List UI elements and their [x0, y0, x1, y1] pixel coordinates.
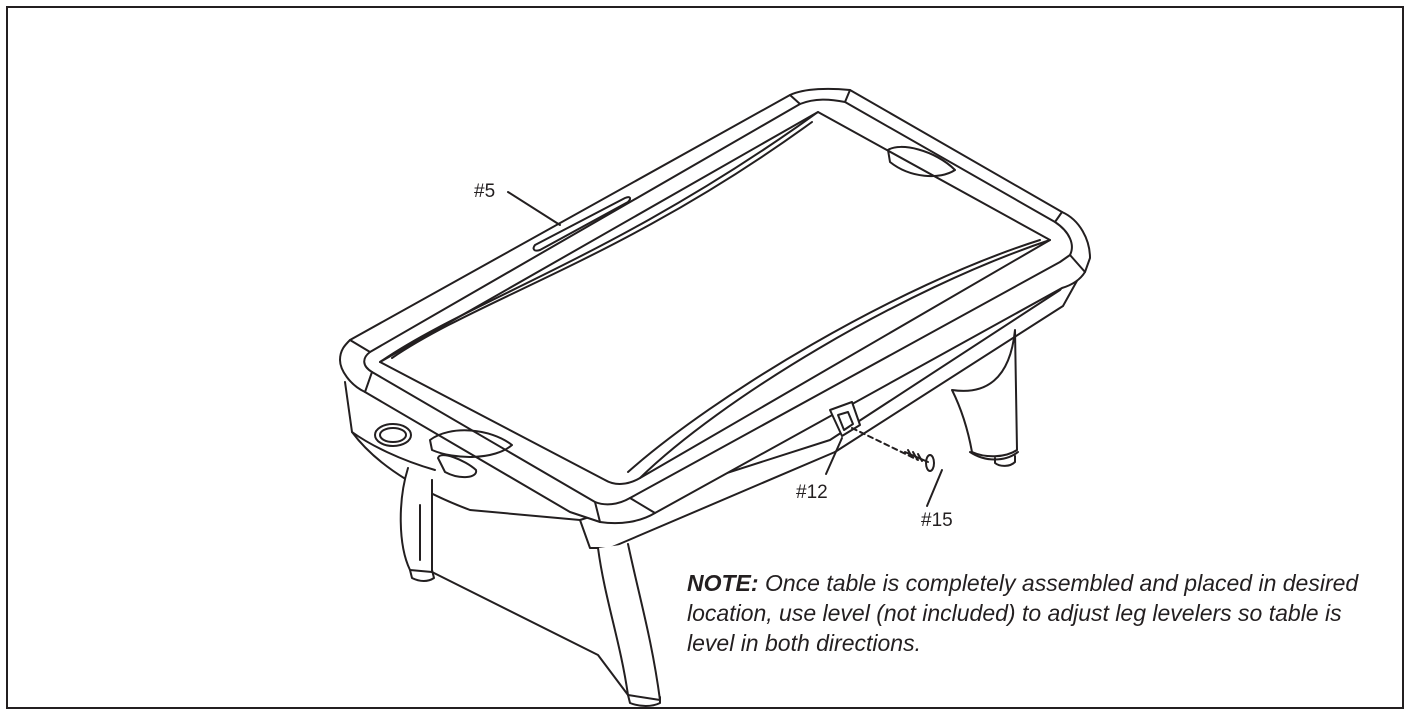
- score-slot: [532, 196, 632, 252]
- note-text: Once table is completely assembled and p…: [687, 570, 1359, 656]
- left-skirt-panel: [419, 479, 629, 696]
- playfield: [379, 111, 1051, 485]
- far-leg: [951, 329, 1019, 467]
- callout-part-5: #5: [474, 181, 496, 202]
- front-left-leg: [399, 467, 435, 582]
- assembly-note: NOTE: Once table is completely assembled…: [687, 568, 1377, 658]
- bolt: [851, 427, 935, 472]
- note-label: NOTE:: [687, 570, 759, 596]
- front-right-leg: [597, 543, 661, 707]
- callout-part-15: #15: [921, 510, 953, 531]
- leader-lines: [507, 191, 943, 507]
- table-rim: [339, 87, 1091, 525]
- end-apron-details: [374, 423, 478, 478]
- callout-part-12: #12: [796, 482, 828, 503]
